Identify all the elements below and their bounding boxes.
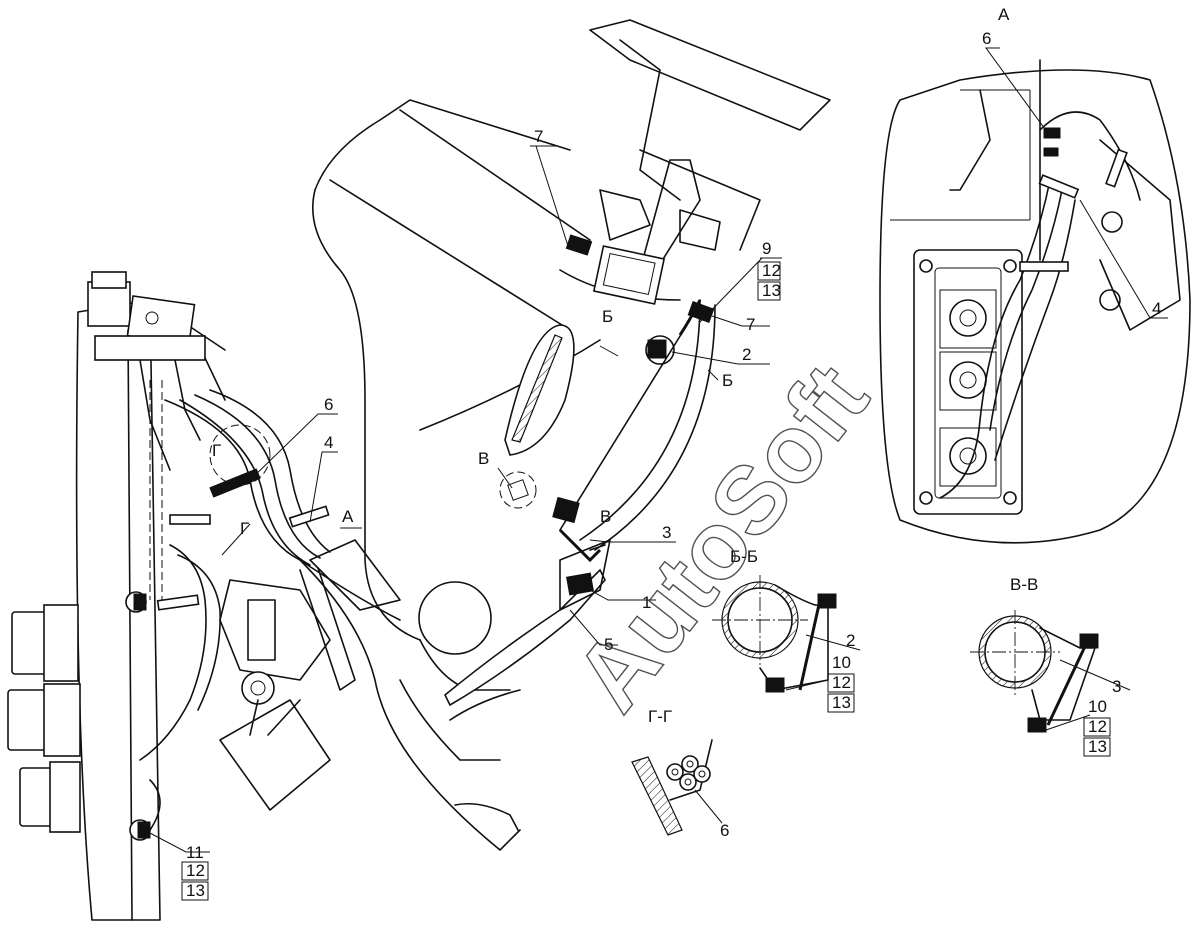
section-vv-callout-13: 13 [1088, 737, 1107, 756]
section-mark-g-top: Г [212, 441, 221, 460]
section-gg [631, 739, 723, 836]
section-vv [970, 610, 1131, 733]
floor-frame [299, 99, 681, 851]
wire-harness-left [139, 389, 401, 811]
section-mark-v-bottom: В [600, 507, 611, 526]
callout-11-sub-13: 13 [186, 881, 205, 900]
section-vv-callout-10: 10 [1088, 697, 1107, 716]
callout-7-upper: 7 [534, 127, 543, 146]
view-a-title: А [998, 5, 1010, 24]
section-bb-callout-13: 13 [832, 693, 851, 712]
callout-5: 5 [604, 635, 613, 654]
section-vv-callout-12: 12 [1088, 717, 1107, 736]
view-arrow-a: А [342, 507, 354, 526]
section-gg-callout-6: 6 [720, 821, 729, 840]
callout-labels: 7 9 12 13 7 2 3 1 5 6 4 11 12 13 Б Б В В… [181, 5, 1161, 901]
view-a-callout-4: 4 [1152, 299, 1161, 318]
callout-7-right: 7 [746, 315, 755, 334]
section-bb-callout-2: 2 [846, 631, 855, 650]
section-mark-g-bottom: Г [240, 519, 249, 538]
callout-4-left: 4 [324, 433, 333, 452]
section-bb-callout-12: 12 [832, 673, 851, 692]
callout-11-sub-12: 12 [186, 861, 205, 880]
view-a-detail [879, 59, 1191, 544]
callout-11: 11 [186, 843, 204, 862]
callout-9: 9 [762, 239, 771, 258]
section-bb [712, 575, 861, 693]
callout-6-left: 6 [324, 395, 333, 414]
callout-9-sub-12: 12 [762, 261, 781, 280]
leader-lines [147, 47, 1168, 853]
callout-9-sub-13: 13 [762, 281, 781, 300]
section-gg-title: Г-Г [648, 707, 672, 726]
section-vv-callout-3: 3 [1112, 677, 1121, 696]
section-mark-v-top: В [478, 449, 489, 468]
connector-socket-1 [939, 289, 997, 349]
callout-3: 3 [662, 523, 671, 542]
view-a-callout-6: 6 [982, 29, 991, 48]
section-mark-b-top: Б [602, 307, 613, 326]
section-mark-b-bottom: Б [722, 371, 733, 390]
callout-2: 2 [742, 345, 751, 364]
callout-1: 1 [642, 593, 651, 612]
left-cab-panel [7, 271, 226, 921]
section-bb-callout-10: 10 [832, 653, 851, 672]
section-vv-title: В-В [1010, 575, 1038, 594]
section-bb-title: Б-Б [730, 547, 758, 566]
upper-controls [443, 19, 831, 707]
